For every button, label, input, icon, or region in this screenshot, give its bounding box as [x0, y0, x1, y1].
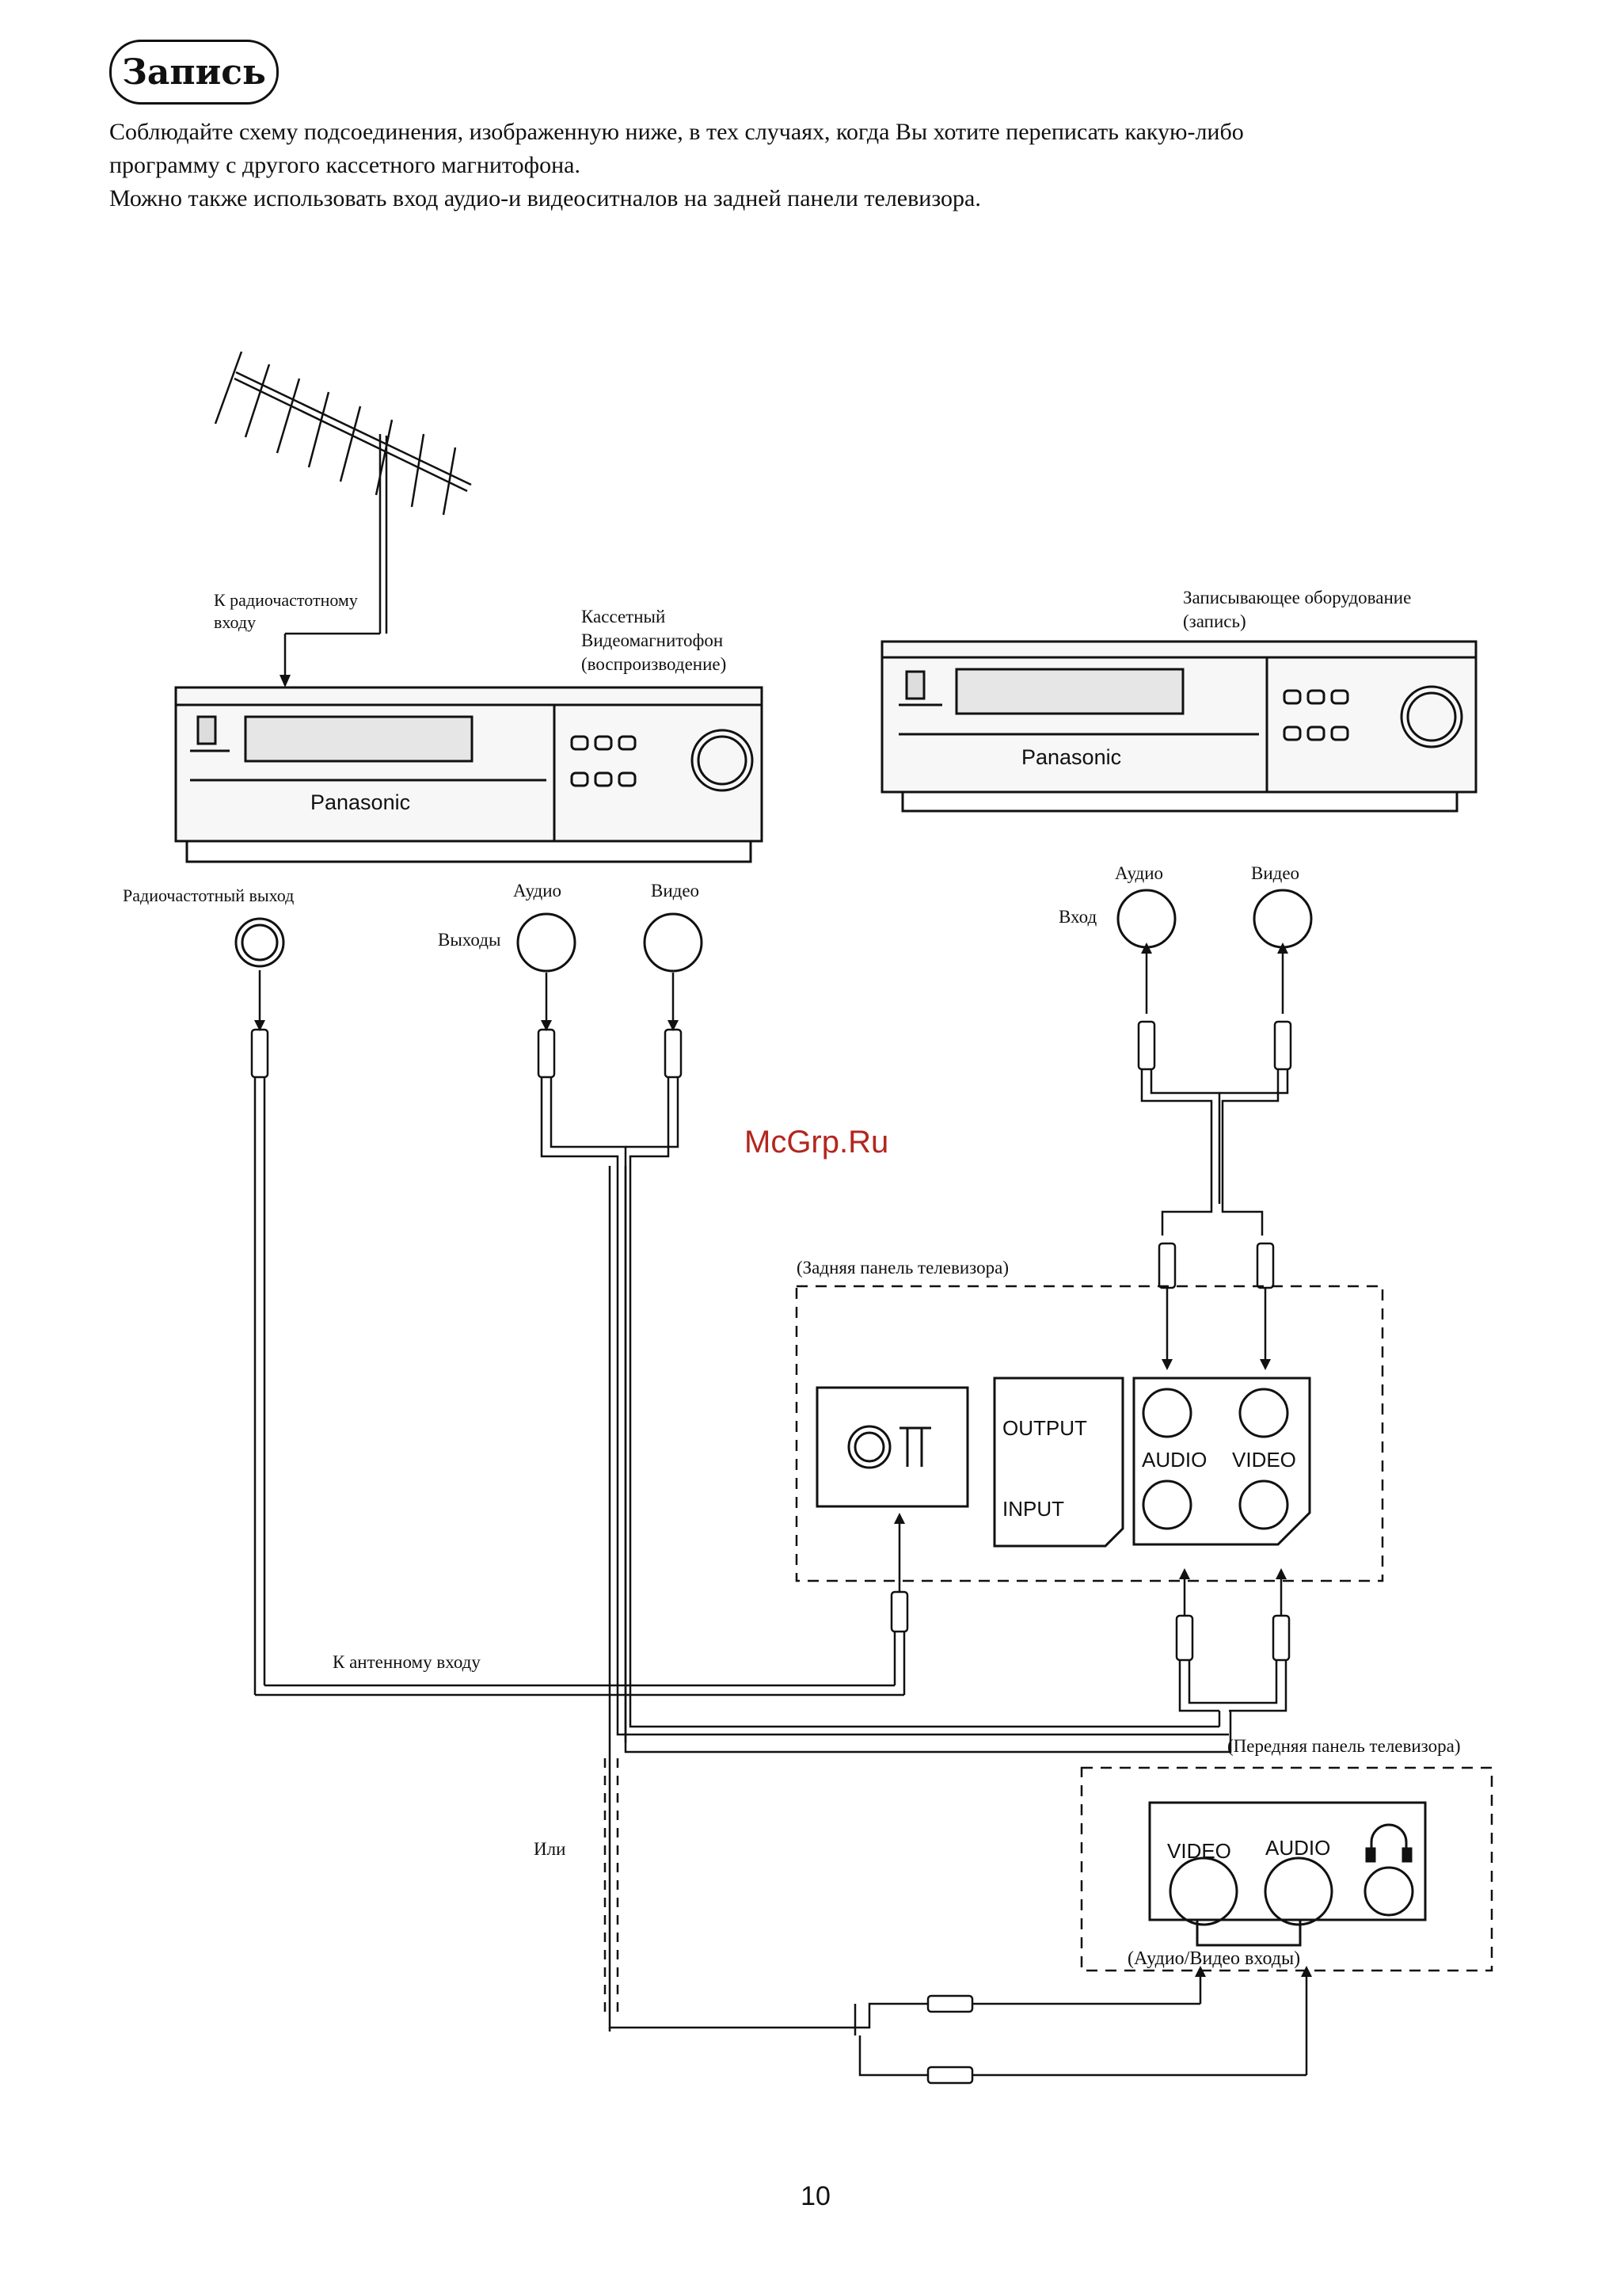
- watermark: McGrp.Ru: [744, 1125, 888, 1160]
- front-audio-jack-icon: [1264, 1856, 1333, 1926]
- audio-output-jack-icon: [516, 912, 576, 973]
- video-input-label: Видео: [1251, 863, 1299, 883]
- source-vcr-brand: Panasonic: [310, 790, 410, 814]
- rear-video-output-jack-icon: [1238, 1388, 1289, 1438]
- rear-video-input-jack-icon: [1238, 1479, 1289, 1530]
- rf-input-label-line-1: К радиочастотному: [214, 590, 358, 610]
- front-headphone-jack-icon: [1363, 1866, 1414, 1917]
- input-label: Вход: [1059, 907, 1097, 927]
- intro-line-3: Можно также использовать вход аудио-и ви…: [109, 185, 981, 211]
- rf-input-label-line-2: входу: [214, 612, 256, 632]
- rf-output-label: Радиочастотный выход: [123, 885, 294, 905]
- page-number: 10: [801, 2181, 831, 2211]
- cable-lines: [250, 950, 1308, 2085]
- recorder-label-line-2: (запись): [1183, 611, 1246, 631]
- or-dashed-lines: [603, 1758, 619, 2016]
- tv-rear-av-panel: [1132, 1377, 1311, 1546]
- rear-video-label: VIDEO: [1232, 1448, 1296, 1472]
- av-inputs-label: (Аудио/Видео входы): [1128, 1948, 1300, 1969]
- tv-antenna-terminal-icon: [816, 1386, 969, 1508]
- or-label: Или: [534, 1839, 565, 1859]
- audio-input-label: Аудио: [1115, 863, 1163, 883]
- video-output-jack-icon: [643, 912, 703, 973]
- input-panel-label: INPUT: [1002, 1497, 1064, 1521]
- front-video-jack-icon: [1169, 1856, 1238, 1926]
- headphone-icon: [1365, 1823, 1413, 1863]
- outputs-label: Выходы: [438, 930, 500, 950]
- source-vcr-label-line-1: Кассетный: [581, 607, 665, 626]
- tv-front-panel-outline: [1080, 1766, 1493, 1972]
- tv-rear-panel-outline: [795, 1285, 1384, 1582]
- antenna-input-label: К антенному входу: [333, 1652, 481, 1672]
- antenna-icon: [214, 351, 472, 680]
- video-input-jack-icon: [1253, 889, 1313, 949]
- front-audio-label: AUDIO: [1265, 1836, 1330, 1860]
- tv-front-av-panel: [1148, 1801, 1427, 1947]
- intro-text: Соблюдайте схему подсоединения, изображе…: [109, 116, 1535, 215]
- source-vcr-label-line-3: (воспроизводение): [581, 654, 726, 674]
- section-title: Запись: [109, 40, 279, 105]
- intro-line-2: программу с другого кассетного магнитофо…: [109, 152, 580, 178]
- rf-input-arrow-icon: [280, 675, 291, 687]
- source-vcr-label-line-2: Видеомагнитофон: [581, 630, 723, 650]
- recorder-label-line-1: Записывающее оборудование: [1183, 588, 1411, 607]
- video-output-label: Видео: [651, 881, 699, 901]
- tv-front-panel-label: (Передняя панель телевизора): [1227, 1736, 1461, 1756]
- rear-audio-input-jack-icon: [1142, 1479, 1192, 1530]
- signal-arrows: [254, 942, 1312, 1977]
- audio-output-label: Аудио: [513, 881, 561, 901]
- rear-audio-output-jack-icon: [1142, 1388, 1192, 1438]
- output-label: OUTPUT: [1002, 1416, 1087, 1440]
- rf-output-jack-icon: [234, 917, 285, 968]
- tv-output-input-panel: [993, 1377, 1124, 1548]
- intro-line-1: Соблюдайте схему подсоединения, изображе…: [109, 119, 1244, 145]
- rear-audio-label: AUDIO: [1142, 1448, 1207, 1472]
- tv-rear-panel-label: (Задняя панель телевизора): [797, 1258, 1009, 1278]
- source-vcr-illustration: [174, 686, 763, 863]
- recorder-vcr-illustration: [880, 640, 1478, 813]
- recorder-vcr-brand: Panasonic: [1021, 745, 1121, 769]
- audio-input-jack-icon: [1116, 889, 1177, 949]
